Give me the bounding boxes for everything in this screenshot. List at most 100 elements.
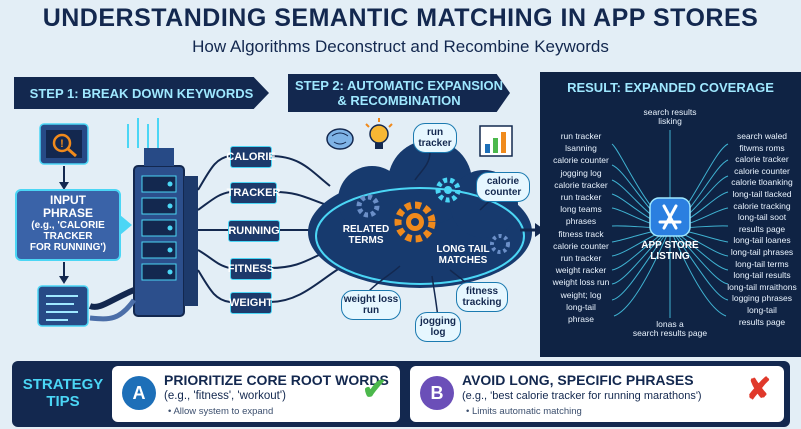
related-terms-label: RELATED TERMS <box>334 224 398 246</box>
result-top-keyword: lisking <box>658 116 682 126</box>
related-terms-line2: TERMS <box>348 235 384 246</box>
long-tail-line2: MATCHES <box>438 255 488 266</box>
strategy-tips-line1: STRATEGY <box>22 376 104 393</box>
result-left-keyword: weight loss run <box>552 277 610 288</box>
result-top-keyword: search results <box>643 107 697 117</box>
lightbulb-icon <box>365 118 393 149</box>
checkmark-icon: ✔ <box>362 373 388 406</box>
keyword-chip-running: RUNNING <box>228 220 280 242</box>
bubble-weight-loss-run-line2: run <box>362 305 380 316</box>
related-terms-line1: RELATED <box>342 224 390 235</box>
bubble-calorie-counter-line1: calorie <box>486 176 520 187</box>
result-left-keyword: calorie counter <box>553 240 609 251</box>
long-tail-label: LONG TAIL MATCHES <box>428 244 498 266</box>
bubble-run-tracker-line2: tracker <box>418 138 452 149</box>
cloud-shape <box>308 140 532 288</box>
result-connector-lines <box>611 130 729 318</box>
input-example-1: (e.g., 'CALORIE <box>31 220 105 231</box>
keyword-chip-calorie: CALORIE <box>226 146 276 168</box>
result-right-keyword: logging phrases <box>731 293 792 304</box>
app-store-icon <box>649 197 691 237</box>
tip-b-example: (e.g., 'best calorie tracker for running… <box>462 390 702 402</box>
tip-b-badge: B <box>420 376 454 410</box>
cross-icon: ✘ <box>746 373 772 406</box>
svg-text:!: ! <box>60 138 64 150</box>
result-left-keyword: run tracker <box>560 253 602 263</box>
tip-b-note: • Limits automatic matching <box>466 406 582 417</box>
result-right-keyword: search waled <box>736 131 788 141</box>
input-phrase-title-2: PHRASE <box>42 206 93 220</box>
bubble-jogging-log-line2: log <box>430 327 446 338</box>
tip-b-heading: AVOID LONG, SPECIFIC PHRASES <box>462 372 694 388</box>
result-right-keyword: calorie tloanking <box>731 177 793 188</box>
tip-b-card: B AVOID LONG, SPECIFIC PHRASES (e.g., 'b… <box>410 366 784 422</box>
result-right-keyword: calorie tracker <box>735 154 789 165</box>
strategy-tips-line2: TIPS <box>46 393 80 410</box>
step1-label: STEP 1: BREAK DOWN KEYWORDS <box>29 85 254 101</box>
result-left-keyword: run tracker <box>560 131 602 141</box>
bubble-fitness-tracking-line2: tracking <box>462 297 502 308</box>
magnifier-monitor-icon: ! <box>39 123 89 165</box>
input-example-3: FOR RUNNING') <box>29 242 107 253</box>
long-tail-line1: LONG TAIL <box>436 244 490 255</box>
bubble-calorie-counter-line2: counter <box>484 187 522 198</box>
result-bottom-keyword: lonas a <box>656 319 684 329</box>
tip-a-card: A PRIORITIZE CORE ROOT WORDS (e.g., 'fit… <box>112 366 400 422</box>
step2-label-line1: STEP 2: AUTOMATIC EXPANSION <box>294 78 504 93</box>
app-store-listing-label: APP STORE LISTING <box>620 240 720 262</box>
result-left-keyword: calorie counter <box>553 155 609 166</box>
result-left-keyword: weight racker <box>555 265 607 276</box>
strategy-tips-label: STRATEGY TIPS <box>18 376 108 410</box>
gear-small-icon <box>356 177 510 254</box>
result-left-keyword: lsanning <box>565 143 597 154</box>
app-store-listing-line2: LISTING <box>650 251 690 262</box>
result-left-keyword: phrases <box>565 216 597 227</box>
result-right-keyword: long-tail soot <box>737 212 787 223</box>
input-phrase-box: INPUT PHRASE (e.g., 'CALORIE TRACKER FOR… <box>16 194 120 254</box>
result-right-keyword: long-tail phrases <box>730 247 794 257</box>
result-right-keyword: long-tail results <box>733 270 791 281</box>
input-example-2: TRACKER <box>43 231 93 242</box>
result-right-keyword: fitwms roms <box>739 142 785 153</box>
step2-banner: STEP 2: AUTOMATIC EXPANSION& RECOMBINATI… <box>288 74 510 112</box>
gear-icon <box>394 201 436 243</box>
diagram-illustration: ! <box>15 118 540 327</box>
app-store-listing-line1: APP STORE <box>641 240 699 251</box>
keyword-chip-fitness: FITNESS <box>228 258 274 280</box>
result-right-keyword: results page <box>738 223 786 234</box>
result-right-keyword: long-tail mraithons <box>727 281 797 292</box>
tip-a-badge: A <box>122 376 156 410</box>
page-title: UNDERSTANDING SEMANTIC MATCHING IN APP S… <box>42 4 759 32</box>
bubble-fitness-tracking-line1: fitness <box>465 286 499 297</box>
keyword-chip-weight: WEIGHT <box>229 292 273 314</box>
result-left-keyword: run tracker <box>560 192 602 202</box>
result-right-keyword: long-tail terms <box>735 258 789 269</box>
result-left-keyword: fitness track <box>558 228 604 239</box>
tip-a-example: (e.g., 'fitness', 'workout') <box>164 390 286 402</box>
bubble-jogging-log-line1: jogging <box>419 316 457 327</box>
result-right-keyword: calorie tracking <box>733 200 791 211</box>
result-right-keyword: long-tail <box>747 305 777 315</box>
tip-a-note: • Allow system to expand <box>168 406 274 417</box>
result-left-keyword: long-tail <box>566 301 596 312</box>
result-left-keyword: phrase <box>568 314 594 324</box>
document-icon <box>37 285 89 327</box>
result-left-keyword: long teams <box>560 204 602 215</box>
result-right-keyword: long-tail loanes <box>733 235 791 246</box>
result-title: RESULT: EXPANDED COVERAGE <box>567 80 774 95</box>
bubble-run-tracker-line1: run <box>426 127 444 138</box>
page-subtitle: How Algorithms Deconstruct and Recombine… <box>192 37 609 56</box>
keyword-chip-tracker: TRACKER <box>227 182 280 204</box>
result-left-keyword: calorie tracker <box>554 179 608 190</box>
result-right-keyword: calorie counter <box>734 165 790 176</box>
step2-label-line2: & RECOMBINATION <box>337 93 461 108</box>
brain-icon <box>326 128 354 150</box>
bar-chart-icon <box>479 125 513 157</box>
step1-banner: STEP 1: BREAK DOWN KEYWORDS <box>14 77 269 109</box>
server-tower-icon <box>127 118 198 317</box>
